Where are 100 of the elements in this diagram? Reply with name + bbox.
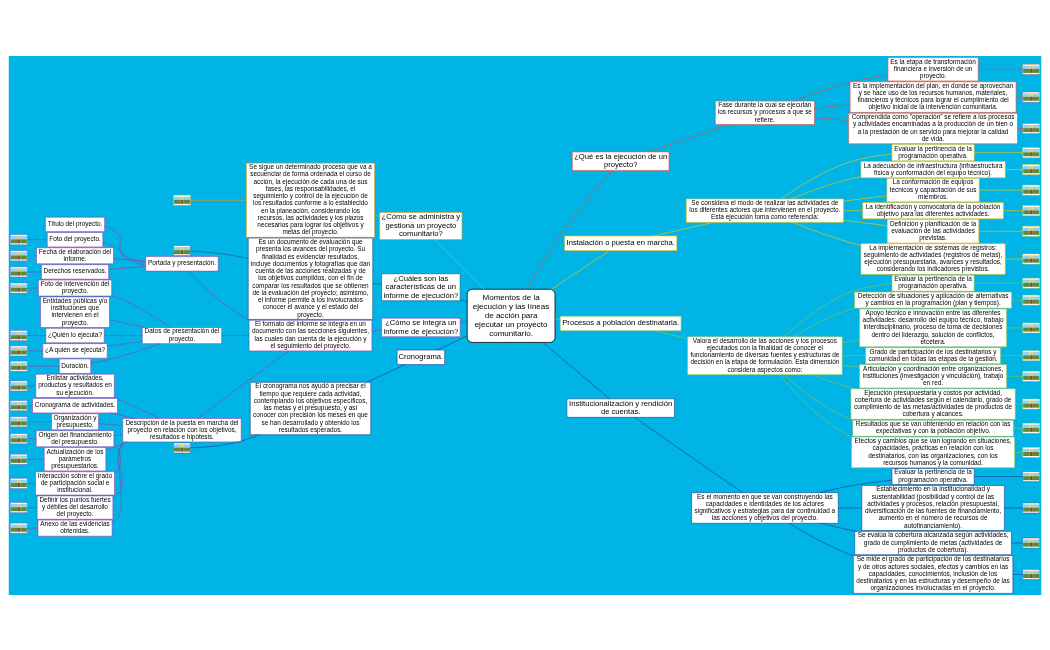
connector bbox=[977, 68, 1023, 70]
node-box: ¿Cómo se integra un informe de ejecución? bbox=[381, 317, 461, 337]
connector bbox=[27, 506, 38, 508]
connector bbox=[27, 385, 36, 386]
connector bbox=[792, 221, 862, 246]
connector bbox=[1015, 403, 1023, 404]
connector bbox=[783, 282, 893, 337]
connector bbox=[366, 363, 406, 383]
connector bbox=[105, 441, 128, 450]
connector bbox=[103, 334, 143, 336]
node-box: Instalación o puesta en marcha. bbox=[564, 235, 677, 251]
node-box: Cronograma. bbox=[396, 349, 445, 365]
connector bbox=[843, 194, 888, 201]
connector bbox=[102, 241, 146, 263]
connector bbox=[554, 318, 561, 320]
connector bbox=[113, 434, 123, 436]
connector bbox=[788, 522, 854, 556]
connector bbox=[27, 271, 42, 272]
connector bbox=[374, 214, 380, 217]
node-box: ¿Cuáles son las características de un informe de ejecución? bbox=[381, 272, 461, 301]
connector bbox=[106, 340, 143, 347]
connector bbox=[792, 307, 855, 337]
connector bbox=[648, 123, 731, 152]
connector bbox=[791, 175, 862, 199]
connector bbox=[1011, 542, 1023, 543]
connector bbox=[98, 422, 123, 426]
connector bbox=[843, 209, 864, 211]
connector bbox=[27, 482, 36, 484]
connector bbox=[108, 265, 146, 270]
connector bbox=[973, 151, 1023, 153]
connector bbox=[1000, 354, 1023, 356]
connector bbox=[973, 282, 1023, 283]
connector bbox=[841, 339, 860, 343]
connector bbox=[793, 73, 889, 101]
connector bbox=[27, 458, 45, 460]
connector bbox=[820, 522, 857, 532]
connector bbox=[1017, 127, 1023, 129]
connector bbox=[837, 507, 863, 508]
connector bbox=[27, 365, 60, 366]
connector bbox=[27, 334, 47, 336]
connector bbox=[841, 354, 866, 356]
connector bbox=[841, 364, 860, 368]
connector bbox=[90, 342, 161, 364]
connector bbox=[814, 104, 851, 108]
connector bbox=[111, 441, 125, 523]
connector bbox=[780, 153, 893, 199]
connector bbox=[1003, 209, 1023, 211]
connector bbox=[197, 350, 290, 419]
connector bbox=[113, 396, 160, 419]
connector bbox=[372, 282, 382, 285]
connector bbox=[113, 257, 146, 261]
connector bbox=[27, 437, 37, 439]
connector bbox=[1014, 451, 1023, 453]
connector bbox=[1012, 573, 1023, 575]
connector bbox=[110, 412, 135, 419]
connector bbox=[542, 341, 610, 399]
connector bbox=[1004, 168, 1023, 170]
connector bbox=[371, 329, 382, 331]
connector bbox=[1004, 507, 1023, 508]
connector bbox=[27, 404, 33, 406]
connector bbox=[811, 373, 855, 389]
connector bbox=[459, 320, 468, 323]
connector bbox=[634, 416, 743, 493]
connector bbox=[221, 334, 250, 336]
connector bbox=[1011, 299, 1023, 300]
connector bbox=[27, 420, 52, 422]
connector bbox=[1006, 375, 1023, 377]
node-box: Institucionalización y rendición de cuentas. bbox=[566, 398, 675, 418]
node-box: Momentos de la ejecución y las líneas de acción para ejecutar un proyecto comunitario. bbox=[466, 288, 556, 343]
connector bbox=[973, 475, 1023, 477]
connector bbox=[779, 373, 853, 437]
connector bbox=[978, 189, 1023, 190]
connector bbox=[27, 350, 44, 351]
connector bbox=[109, 318, 146, 328]
connector bbox=[111, 294, 171, 328]
connector bbox=[653, 329, 688, 339]
connector bbox=[27, 287, 39, 288]
node-box: ¿Qué es la ejecución de un proyecto? bbox=[572, 151, 670, 171]
connector bbox=[190, 199, 247, 201]
connector bbox=[814, 116, 849, 121]
connector bbox=[27, 255, 37, 256]
connector bbox=[1006, 327, 1023, 328]
connector bbox=[652, 221, 714, 236]
connector bbox=[190, 250, 249, 259]
connector bbox=[188, 270, 250, 320]
connector bbox=[104, 225, 146, 265]
connector bbox=[436, 335, 468, 350]
node-box: ¿Cómo se administra y gestiona un proyecto comunitario? bbox=[379, 211, 463, 240]
connector bbox=[843, 219, 888, 226]
connector bbox=[1013, 427, 1023, 429]
connector bbox=[551, 249, 610, 290]
connector bbox=[434, 238, 485, 289]
node-box: Procesos a población destinataria. bbox=[559, 315, 682, 331]
connector bbox=[819, 479, 893, 493]
connector bbox=[190, 433, 260, 448]
connector bbox=[27, 238, 48, 240]
connector bbox=[27, 527, 39, 528]
connector bbox=[459, 298, 468, 302]
connector bbox=[783, 373, 854, 420]
connector bbox=[526, 169, 613, 289]
